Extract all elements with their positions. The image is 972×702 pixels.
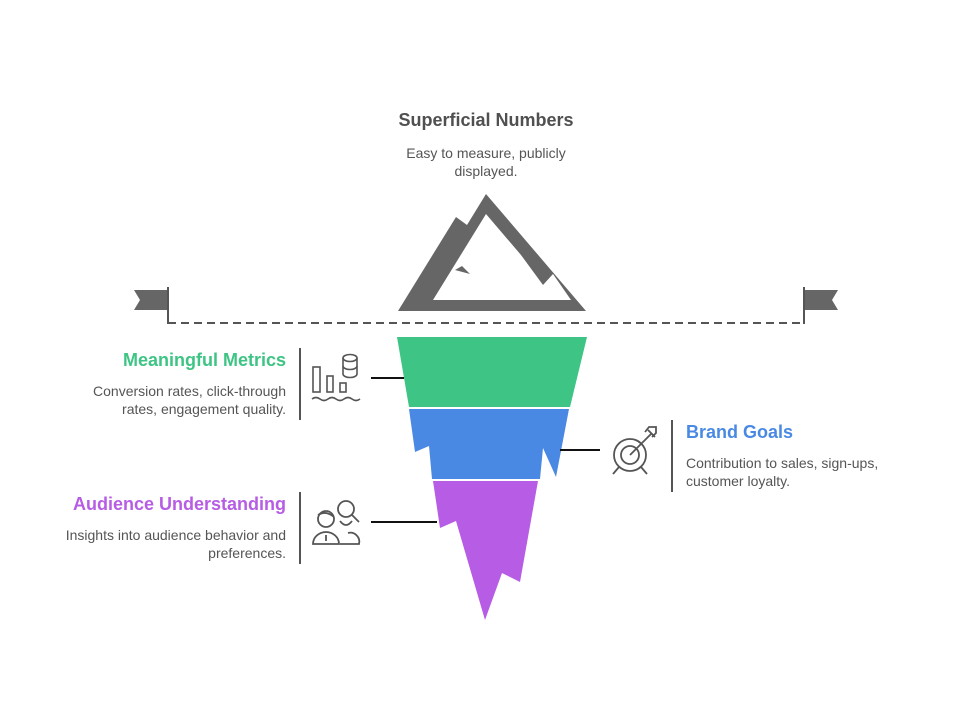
bar-chart-database-icon (311, 353, 361, 402)
layer-description: Insights into audience behavior and pref… (65, 527, 286, 561)
divider (671, 420, 673, 492)
top-title: Superficial Numbers (398, 110, 574, 130)
audience-search-icon (312, 500, 361, 545)
label-brand-goals: Brand Goals Contribution to sales, sign-… (686, 421, 916, 490)
layer-title: Brand Goals (686, 422, 794, 442)
layer-title: Meaningful Metrics (122, 350, 286, 370)
right-flag-icon (803, 287, 838, 324)
layer-meaningful-metrics (397, 337, 587, 407)
layer-description: Conversion rates, click-through rates, e… (93, 383, 286, 417)
layer-brand-goals (409, 409, 569, 479)
target-arrow-icon (612, 426, 657, 475)
label-meaningful-metrics: Meaningful Metrics Conversion rates, cli… (60, 349, 286, 418)
label-audience-understanding: Audience Understanding Insights into aud… (40, 493, 286, 562)
left-flag-icon (134, 287, 169, 324)
divider (299, 492, 301, 564)
mountain-peak-icon (398, 194, 586, 311)
layer-audience-understanding (433, 481, 538, 620)
layer-description: Contribution to sales, sign-ups, custome… (686, 455, 879, 489)
divider (299, 348, 301, 420)
layer-title: Audience Understanding (72, 494, 286, 514)
top-description: Easy to measure, publicly displayed. (406, 145, 566, 179)
